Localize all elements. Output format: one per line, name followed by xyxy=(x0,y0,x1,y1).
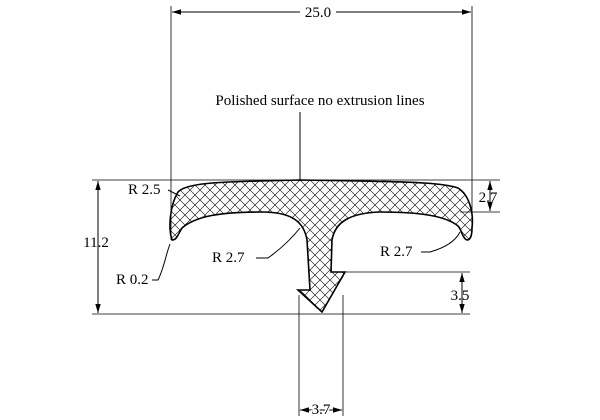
radius-top-corner-label: R 2.5 xyxy=(128,182,161,198)
height-dimension-label: 11.2 xyxy=(83,235,109,251)
radius-left-fillet-label: R 2.7 xyxy=(212,250,245,266)
profile-section xyxy=(169,179,474,314)
radius-lip-tip-leader xyxy=(152,243,171,281)
flange-dimension-label: 2.7 xyxy=(479,190,498,206)
radius-top-corner-leader xyxy=(167,189,181,197)
width-dimension-label: 25.0 xyxy=(305,5,331,21)
stem-width-label: 3.7 xyxy=(312,402,331,418)
surface-note: Polished surface no extrusion lines xyxy=(215,93,424,109)
radius-right-fillet-leader xyxy=(421,231,461,253)
radius-lip-tip-label: R 0.2 xyxy=(116,272,149,288)
radius-left-fillet-leader xyxy=(256,227,301,259)
radius-right-fillet-label: R 2.7 xyxy=(380,244,413,260)
tip-dimension-label: 3.5 xyxy=(451,288,470,304)
